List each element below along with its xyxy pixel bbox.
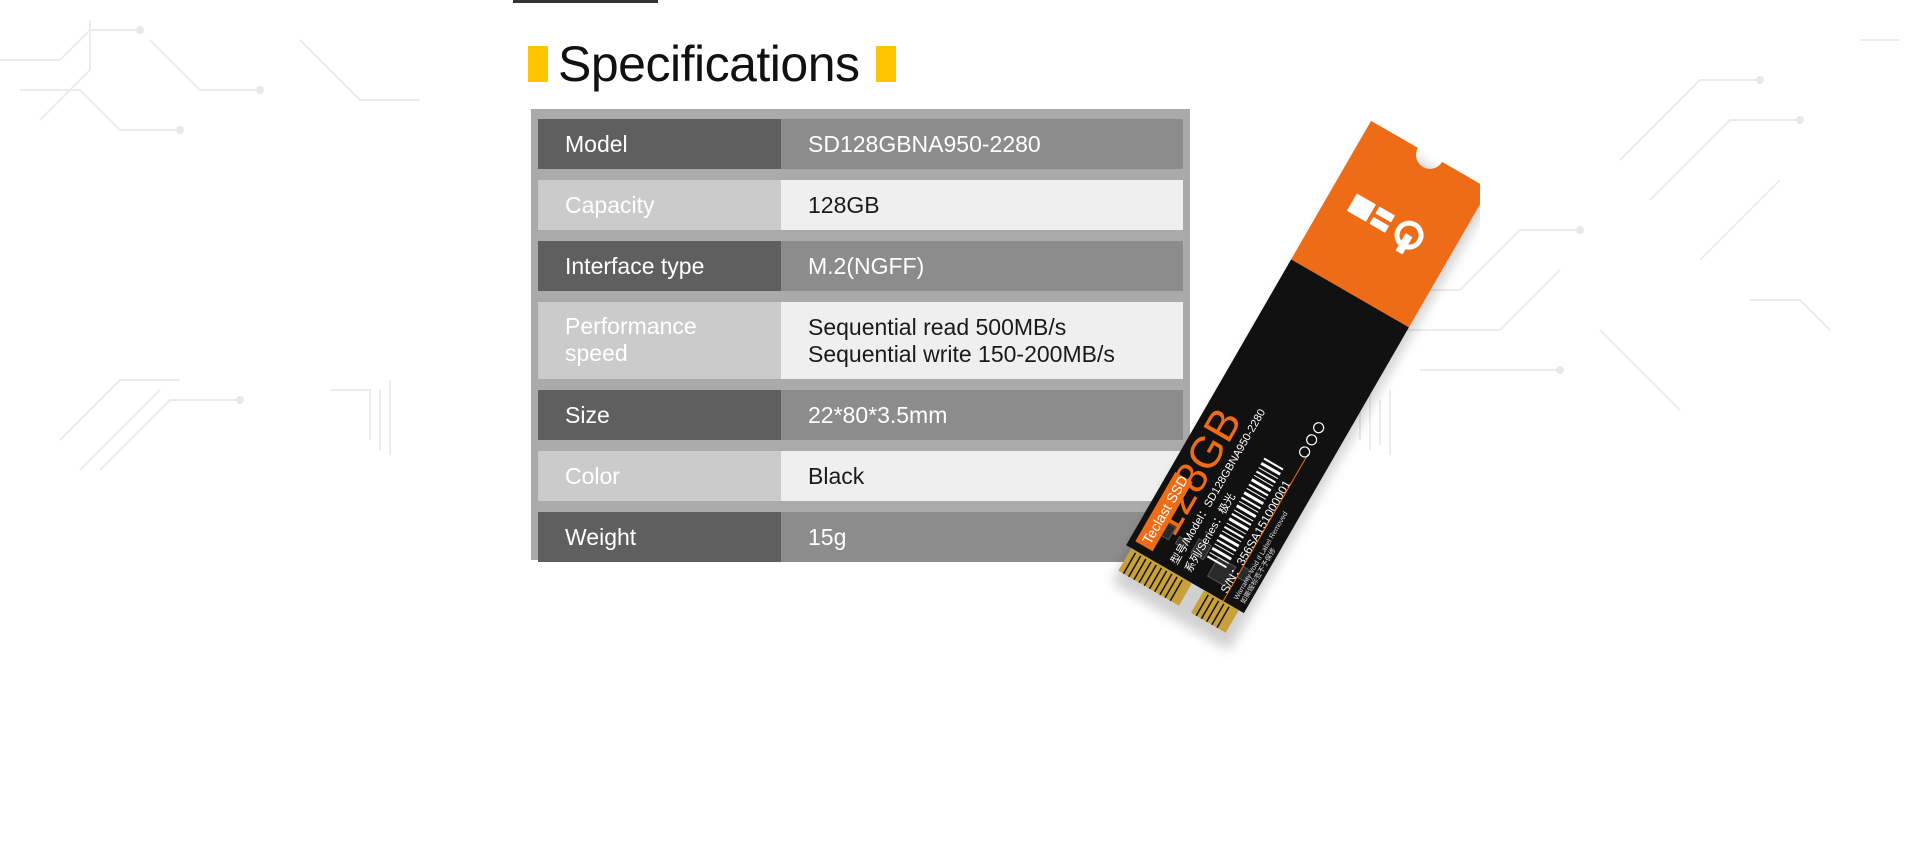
ssd-product-image: 128GB Teclast SSD 型号/Model：SD128GBNA950-… bbox=[1112, 120, 1480, 650]
spec-label: Size bbox=[538, 390, 781, 440]
spec-value: 22*80*3.5mm bbox=[781, 390, 1183, 440]
spec-value: Sequential read 500MB/s Sequential write… bbox=[781, 302, 1183, 379]
spec-row-performance: Performance speed Sequential read 500MB/… bbox=[538, 302, 1183, 379]
heading-accent-right bbox=[875, 46, 896, 82]
spec-row-interface: Interface type M.2(NGFF) bbox=[538, 241, 1183, 291]
spec-label: Performance speed bbox=[538, 302, 781, 379]
spec-value-line: Sequential write 150-200MB/s bbox=[808, 340, 1115, 367]
spec-label: Model bbox=[538, 119, 781, 169]
spec-label: Interface type bbox=[538, 241, 781, 291]
spec-label: Weight bbox=[538, 512, 781, 562]
spec-label: Capacity bbox=[538, 180, 781, 230]
top-divider bbox=[513, 0, 658, 3]
spec-value-line: Sequential read 500MB/s bbox=[808, 313, 1067, 340]
spec-value: SD128GBNA950-2280 bbox=[781, 119, 1183, 169]
spec-row-weight: Weight 15g bbox=[538, 512, 1183, 562]
spec-value: 15g bbox=[781, 512, 1183, 562]
ssd-pcb bbox=[1126, 259, 1409, 614]
spec-row-capacity: Capacity 128GB bbox=[538, 180, 1183, 230]
spec-value: Black bbox=[781, 451, 1183, 501]
spec-table: Model SD128GBNA950-2280 Capacity 128GB I… bbox=[531, 109, 1190, 562]
spec-value: M.2(NGFF) bbox=[781, 241, 1183, 291]
spec-row-size: Size 22*80*3.5mm bbox=[538, 390, 1183, 440]
heading-accent-left bbox=[528, 46, 548, 82]
section-heading: Specifications bbox=[528, 32, 896, 96]
brand-logo bbox=[1346, 193, 1424, 255]
ssd-orange-label bbox=[1291, 120, 1480, 328]
spec-row-color: Color Black bbox=[538, 451, 1183, 501]
spec-row-model: Model SD128GBNA950-2280 bbox=[538, 119, 1183, 169]
certification-icons bbox=[1299, 422, 1325, 458]
spec-value: 128GB bbox=[781, 180, 1183, 230]
page-title: Specifications bbox=[558, 36, 860, 92]
spec-label: Color bbox=[538, 451, 781, 501]
barcode bbox=[1206, 457, 1284, 569]
